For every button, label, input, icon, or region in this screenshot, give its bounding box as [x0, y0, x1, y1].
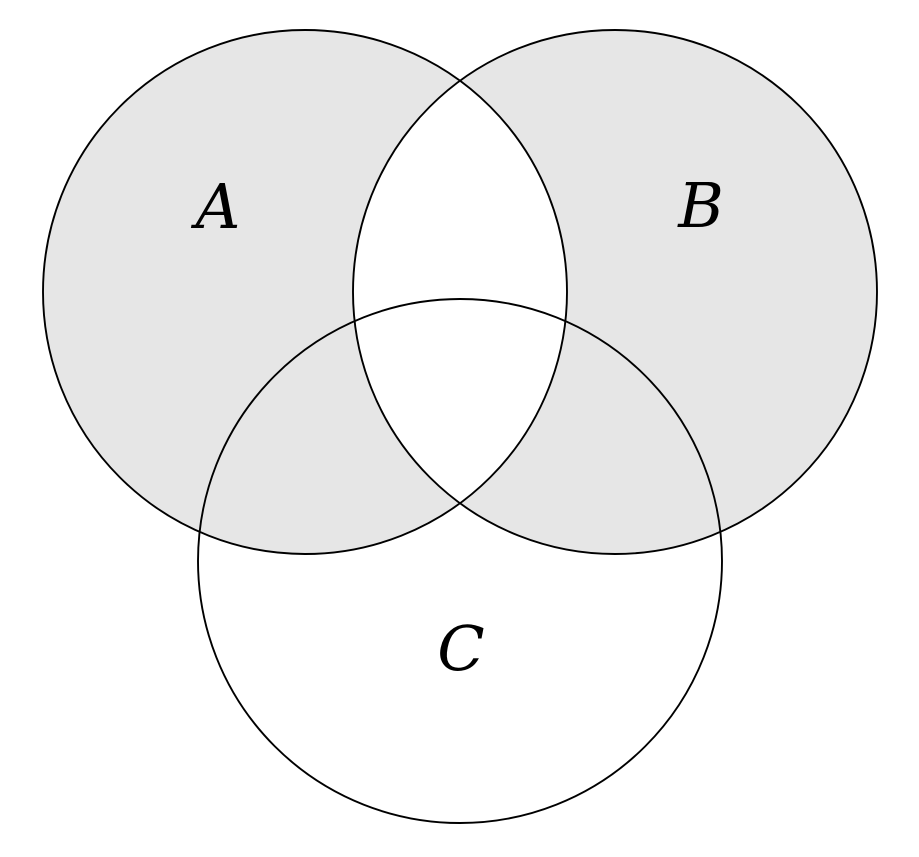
- set-label-a: A: [191, 170, 241, 243]
- circle-c-outline: [197, 298, 723, 824]
- set-label-c: C: [437, 612, 484, 685]
- shaded-region-a-symmetric-difference-b: [43, 29, 877, 555]
- circle-b-outline: [352, 29, 878, 555]
- set-label-b: B: [677, 169, 724, 242]
- circle-a-outline: [42, 29, 568, 555]
